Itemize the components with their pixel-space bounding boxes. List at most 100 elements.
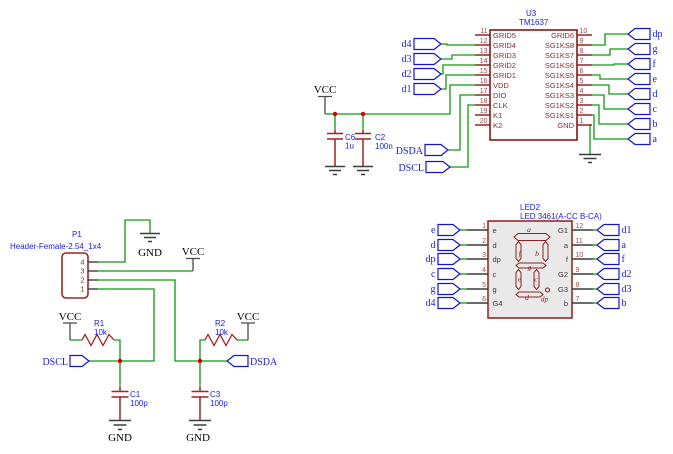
- port-flag-d4[interactable]: [437, 296, 461, 310]
- led2-pin-name-d: d: [493, 241, 497, 250]
- net-flag-dsda-bottom[interactable]: [226, 354, 249, 368]
- u3-pin-number-13: 13: [480, 48, 488, 55]
- u3-pin-number-5: 5: [580, 78, 584, 85]
- port-flag-d2[interactable]: [596, 267, 620, 281]
- port-flag-d4[interactable]: [413, 37, 442, 51]
- c3-refdes: C3: [210, 390, 221, 399]
- port-flag-label-e: e: [431, 225, 436, 236]
- p1-part-number: Header-Female-2.54_1x4: [10, 242, 102, 251]
- led2-pin-number-4: 4: [482, 267, 486, 274]
- net-flag-dscl-bottom-label: DSCL: [42, 357, 68, 368]
- r2-value: 10k: [215, 328, 229, 337]
- c2-refdes: C2: [375, 133, 386, 142]
- led2-pin-number-3: 3: [482, 252, 486, 259]
- led2-body[interactable]: [487, 220, 573, 319]
- port-flag-label-b: b: [653, 119, 658, 130]
- led2-pin-number-5: 5: [482, 282, 486, 289]
- gnd-symbol-c6[interactable]: [325, 165, 345, 176]
- gnd-symbol-u3[interactable]: [579, 153, 601, 164]
- u3-pin-name-K2: K2: [493, 121, 502, 130]
- u3-pin-number-14: 14: [480, 58, 488, 65]
- u3-pin-name-GRID2: GRID2: [493, 61, 516, 70]
- p1-body[interactable]: [61, 252, 89, 299]
- port-flag-d1[interactable]: [413, 82, 442, 96]
- port-flag-label-a: a: [653, 134, 658, 145]
- led2-pin-name-G1: G1: [558, 226, 568, 235]
- gnd-symbol-p1[interactable]: [140, 232, 160, 243]
- port-flag-e[interactable]: [627, 72, 651, 86]
- segment-label-d: d: [525, 293, 529, 302]
- led2-pin-number-8: 8: [576, 282, 580, 289]
- port-flag-d1[interactable]: [596, 223, 620, 237]
- port-flag-f[interactable]: [627, 57, 651, 71]
- r1-value: 10k: [94, 328, 108, 337]
- port-flag-c[interactable]: [627, 102, 651, 116]
- u3-body[interactable]: [489, 29, 578, 141]
- c6-refdes: C6: [345, 133, 356, 142]
- port-flag-f[interactable]: [596, 252, 620, 266]
- net-flag-dsda-top[interactable]: [424, 143, 449, 157]
- port-flag-d3[interactable]: [413, 52, 442, 66]
- u3-pin-number-19: 19: [480, 108, 488, 115]
- gnd-symbol-c1[interactable]: [109, 419, 131, 431]
- port-flag-d3[interactable]: [596, 282, 620, 296]
- resistor-r2[interactable]: [204, 333, 238, 347]
- u3-pin-number-9: 9: [580, 38, 584, 45]
- port-flag-d[interactable]: [437, 238, 461, 252]
- port-flag-a[interactable]: [596, 238, 620, 252]
- led2-pin-number-1: 1: [482, 223, 486, 230]
- port-flag-label-d: d: [431, 240, 436, 251]
- u3-pin-number-3: 3: [580, 98, 584, 105]
- port-flag-b[interactable]: [596, 296, 620, 310]
- port-flag-dp[interactable]: [437, 252, 461, 266]
- u3-pin-name-SG1KS6: SG1KS6: [545, 61, 574, 70]
- vcc-symbol-top[interactable]: [318, 95, 332, 115]
- port-flag-g[interactable]: [437, 282, 461, 296]
- net-flag-dscl-top[interactable]: [425, 160, 451, 174]
- capacitor-c2[interactable]: [355, 130, 371, 166]
- port-flag-a[interactable]: [627, 132, 651, 146]
- u3-pin-name-GRID3: GRID3: [493, 51, 516, 60]
- led2-part-number: LED 3461(A-CC B-CA): [520, 212, 602, 221]
- u3-pin-name-GRID1: GRID1: [493, 71, 516, 80]
- net-flag-dsda-bottom-label: DSDA: [250, 357, 278, 368]
- port-flag-c[interactable]: [437, 267, 461, 281]
- led2-pin-name-c: c: [493, 270, 497, 279]
- resistor-r1[interactable]: [81, 333, 115, 347]
- u3-pin-number-2: 2: [580, 108, 584, 115]
- led2-pin-name-g: g: [493, 285, 497, 294]
- capacitor-c6[interactable]: [327, 130, 343, 166]
- led2-pin-number-12: 12: [576, 223, 584, 230]
- u3-pin-number-6: 6: [580, 68, 584, 75]
- capacitor-c3[interactable]: [191, 387, 209, 420]
- u3-pin-name-SG1KS4: SG1KS4: [545, 81, 574, 90]
- vcc-symbol-p1[interactable]: [186, 257, 200, 272]
- capacitor-c1[interactable]: [111, 387, 129, 420]
- vcc-symbol-r2[interactable]: [241, 322, 255, 340]
- port-flag-dp[interactable]: [627, 27, 651, 41]
- u3-pin-number-11: 11: [480, 28, 487, 35]
- port-flag-d2[interactable]: [413, 67, 442, 81]
- u3-pin-name-SG1KS3: SG1KS3: [545, 91, 574, 100]
- led2-pin-name-G4: G4: [493, 299, 503, 308]
- port-flag-label-d2: d2: [622, 269, 632, 280]
- c3-value: 100p: [210, 399, 228, 408]
- led2-pin-name-e: e: [493, 226, 497, 235]
- led2-refdes: LED2: [520, 203, 541, 212]
- c1-refdes: C1: [130, 390, 141, 399]
- port-flag-label-d2: d2: [402, 69, 412, 80]
- u3-pin-number-17: 17: [480, 88, 488, 95]
- led2-pin-number-7: 7: [576, 296, 580, 303]
- c6-value: 1u: [345, 142, 354, 151]
- vcc-symbol-r1[interactable]: [63, 322, 77, 340]
- segment-label-g: g: [528, 263, 532, 272]
- port-flag-e[interactable]: [437, 223, 461, 237]
- port-flag-g[interactable]: [627, 42, 651, 56]
- r1-refdes: R1: [94, 319, 105, 328]
- gnd-symbol-c3[interactable]: [189, 419, 211, 431]
- port-flag-d[interactable]: [627, 87, 651, 101]
- segment-label-dp: dp: [541, 295, 549, 304]
- net-flag-dscl-bottom[interactable]: [69, 354, 90, 368]
- port-flag-b[interactable]: [627, 117, 651, 131]
- gnd-symbol-c2[interactable]: [353, 165, 373, 176]
